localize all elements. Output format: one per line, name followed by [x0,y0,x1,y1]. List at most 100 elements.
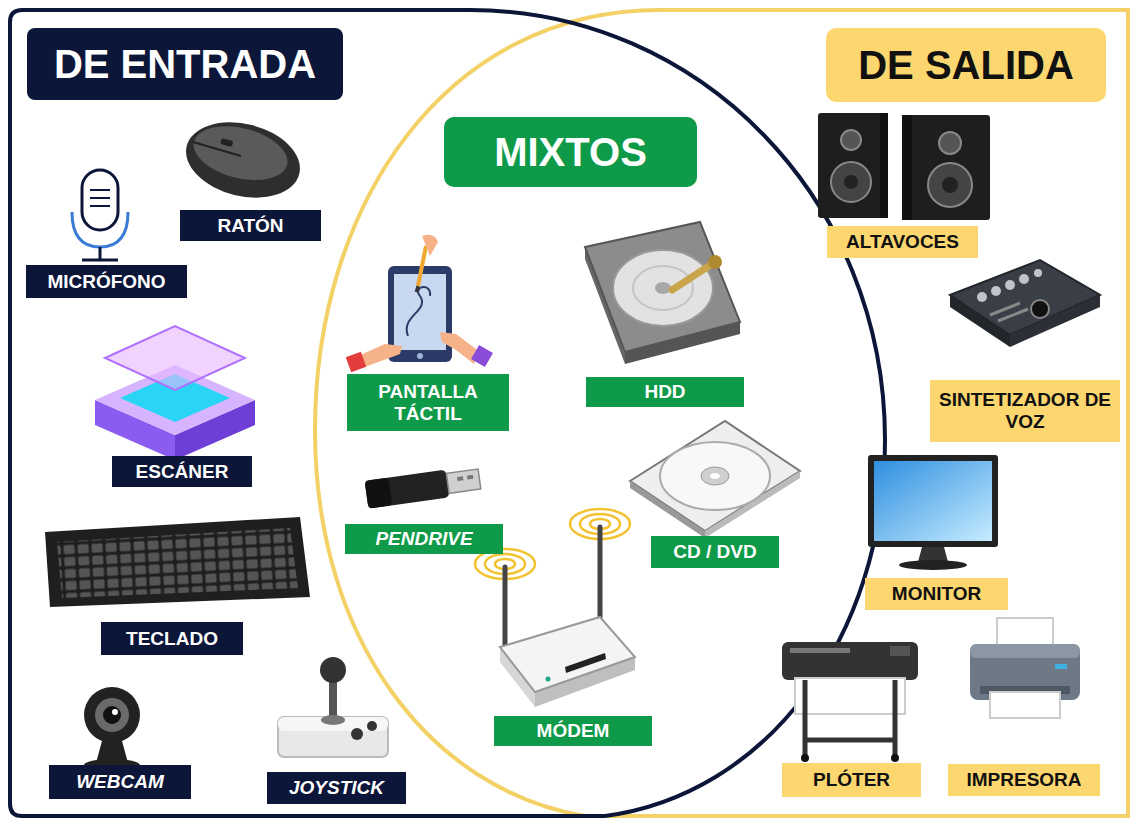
hard-drive-icon-part [633,266,693,310]
cd-dvd-icon-part [701,467,729,485]
speakers-icon-part [928,163,972,207]
hard-drive-icon-part [585,222,740,352]
scanner-icon [95,326,255,460]
device-label: TECLADO [101,622,243,655]
category-heading: DE SALIDA [826,28,1106,102]
touchscreen-icon-part [416,286,418,292]
mouse-icon-part [178,111,308,209]
category-heading: DE ENTRADA [27,28,343,100]
cd-dvd-icon-part [710,473,720,479]
label-text: JOYSTICK [289,777,384,799]
voice-synthesizer-icon-part-part [1034,269,1042,277]
speakers-icon-part [902,115,990,220]
touchscreen-icon-part [422,235,438,256]
webcam-icon-part [103,706,121,724]
label-text: ALTAVOCES [846,231,959,253]
device-label: WEBCAM [49,765,191,799]
voice-synthesizer-icon-part [1010,295,1100,347]
monitor-icon [868,455,998,570]
label-text: MÓDEM [537,720,610,742]
hard-drive-icon-part [672,262,715,290]
webcam-icon-part [95,698,129,732]
touchscreen-icon-part [418,246,426,286]
keyboard-icon-part [57,528,298,598]
label-text: PANTALLA TÁCTIL [353,381,503,425]
modem-icon-part [546,677,551,682]
label-text: WEBCAM [76,771,164,793]
plotter-icon-part [890,646,910,656]
plotter-icon-part [891,754,899,762]
heading-text: MIXTOS [494,129,647,175]
printer-icon [970,618,1080,718]
monitor-icon-part [868,455,998,547]
keyboard-icon [45,517,310,607]
device-label: SINTETIZADOR DE VOZ [930,380,1120,442]
monitor-icon-part [874,461,992,541]
pendrive-icon-part [365,478,393,509]
label-text: PLÓTER [813,769,890,791]
input-region-outline [10,10,885,816]
microphone-icon-part [90,190,110,206]
pendrive-icon-part [457,476,463,481]
mouse-icon [178,111,308,209]
label-text: ESCÁNER [136,461,229,483]
device-label: JOYSTICK [267,772,406,804]
joystick-icon-part [351,728,363,740]
category-heading: MIXTOS [444,117,697,187]
label-text: RATÓN [217,215,283,237]
voice-synthesizer-icon-part [990,303,1028,321]
device-label: PANTALLA TÁCTIL [347,374,509,431]
device-label: MONITOR [865,578,1008,610]
microphone-icon-part [82,170,118,230]
device-label: RATÓN [180,210,321,241]
microphone-icon-part [72,212,128,247]
hard-drive-icon-part [613,250,713,326]
touchscreen-icon [346,235,493,372]
speakers-icon-part [880,113,888,218]
speakers-icon-part [841,130,861,150]
voice-synthesizer-icon-part [950,260,1100,335]
printer-icon-part [970,644,1080,658]
mouse-icon-part [188,117,293,189]
webcam-icon-part [84,687,140,743]
device-label: ALTAVOCES [827,226,978,258]
speakers-icon-part [818,113,885,218]
device-label: CD / DVD [651,536,779,568]
voice-synthesizer-icon [950,260,1100,347]
output-region-outline [315,10,1128,816]
label-text: CD / DVD [673,541,756,563]
webcam-icon [84,687,140,771]
hard-drive-icon-part [655,282,671,294]
speakers-icon [818,113,990,220]
plotter-icon-part [801,754,809,762]
device-label: MÓDEM [494,716,652,746]
device-label: HDD [586,377,744,407]
plotter-icon-part [782,642,918,680]
plotter-icon [782,642,918,762]
printer-icon-part [1055,664,1067,669]
device-label: PLÓTER [782,763,921,797]
voice-synthesizer-icon-part [977,269,1042,302]
pendrive-icon-part [446,469,480,493]
speakers-icon-part [902,115,912,220]
speakers-icon-part [844,175,858,189]
mouse-icon-part [220,138,233,147]
microphone-icon [72,170,128,260]
heading-text: DE ENTRADA [54,41,316,87]
voice-synthesizer-icon-part-part [977,292,987,302]
cd-dvd-icon-part [630,421,800,531]
input-region-outline-part [10,10,885,816]
label-text: IMPRESORA [966,769,1081,791]
printer-icon-part [990,692,1060,718]
voice-synthesizer-icon-part-part [991,286,1001,296]
joystick-icon-part [320,657,346,683]
device-label: MICRÓFONO [26,265,187,298]
device-label: PENDRIVE [345,524,503,554]
speakers-icon-part [942,177,958,193]
speakers-icon-part [831,162,871,202]
microphone-icon-part [82,247,118,260]
plotter-icon-part [805,680,895,756]
device-label: IMPRESORA [948,764,1100,796]
